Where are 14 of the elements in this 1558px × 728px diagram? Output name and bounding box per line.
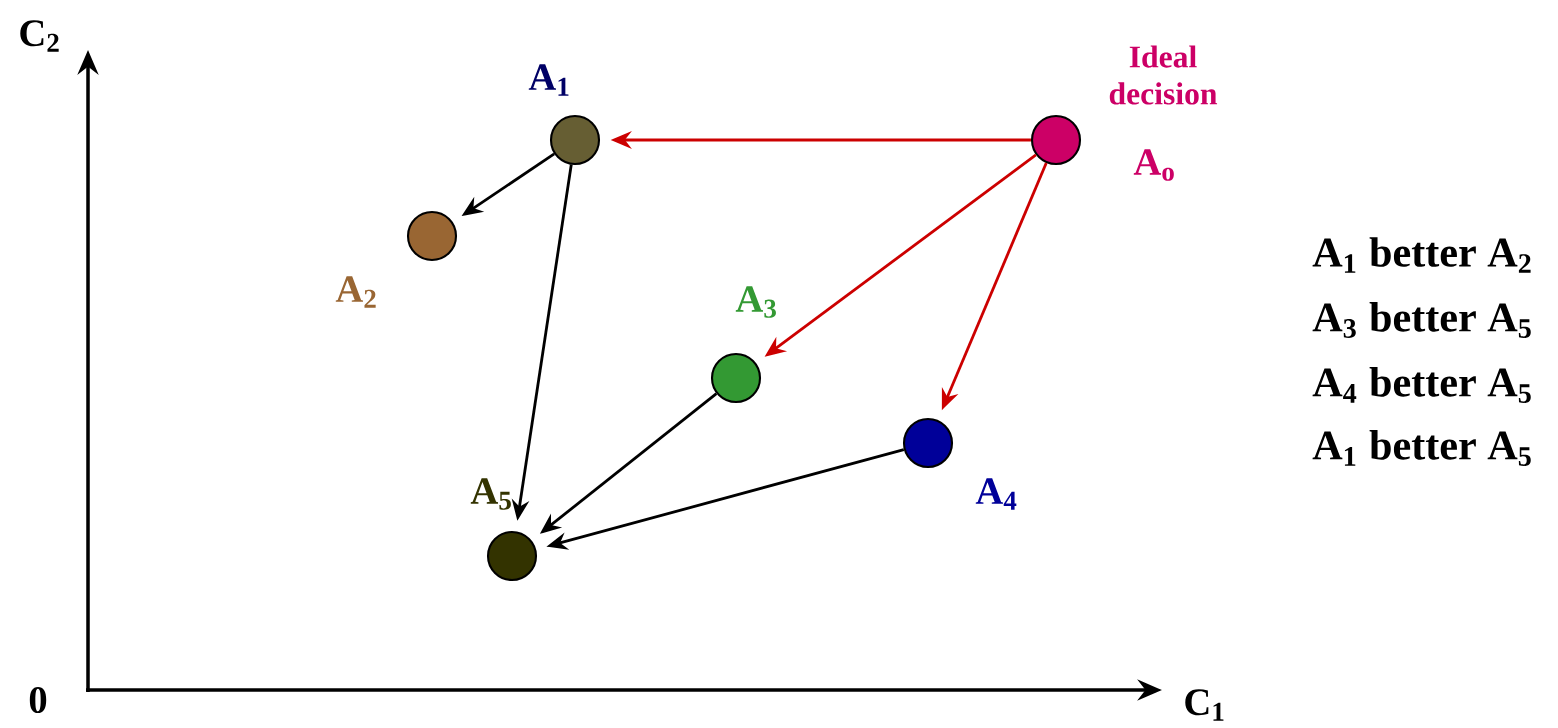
point-label: A$_{3}$ <box>735 286 776 318</box>
statement-text: A$_{3}$ better A$_{5}$ <box>1312 302 1531 338</box>
point-label: A$_{2}$ <box>335 276 376 308</box>
point-caption: Ideal decision <box>1109 45 1218 105</box>
point-label: A$_{5}$ <box>470 478 511 510</box>
axis-label: C$_{1}$ <box>1185 689 1224 721</box>
statement-text: A$_{1}$ better A$_{2}$ <box>1312 237 1531 273</box>
axis-label: C$_{2}$ <box>20 20 59 52</box>
point-label: A$_{4}$ <box>975 478 1017 510</box>
statement-text: A$_{1}$ better A$_{5}$ <box>1312 430 1531 466</box>
point-label: A$_{1}$ <box>528 64 569 96</box>
axis-label: 0 <box>29 686 47 714</box>
point-label: A$_{o}$ <box>1133 149 1174 181</box>
statement-text: A$_{4}$ better A$_{5}$ <box>1312 367 1531 403</box>
